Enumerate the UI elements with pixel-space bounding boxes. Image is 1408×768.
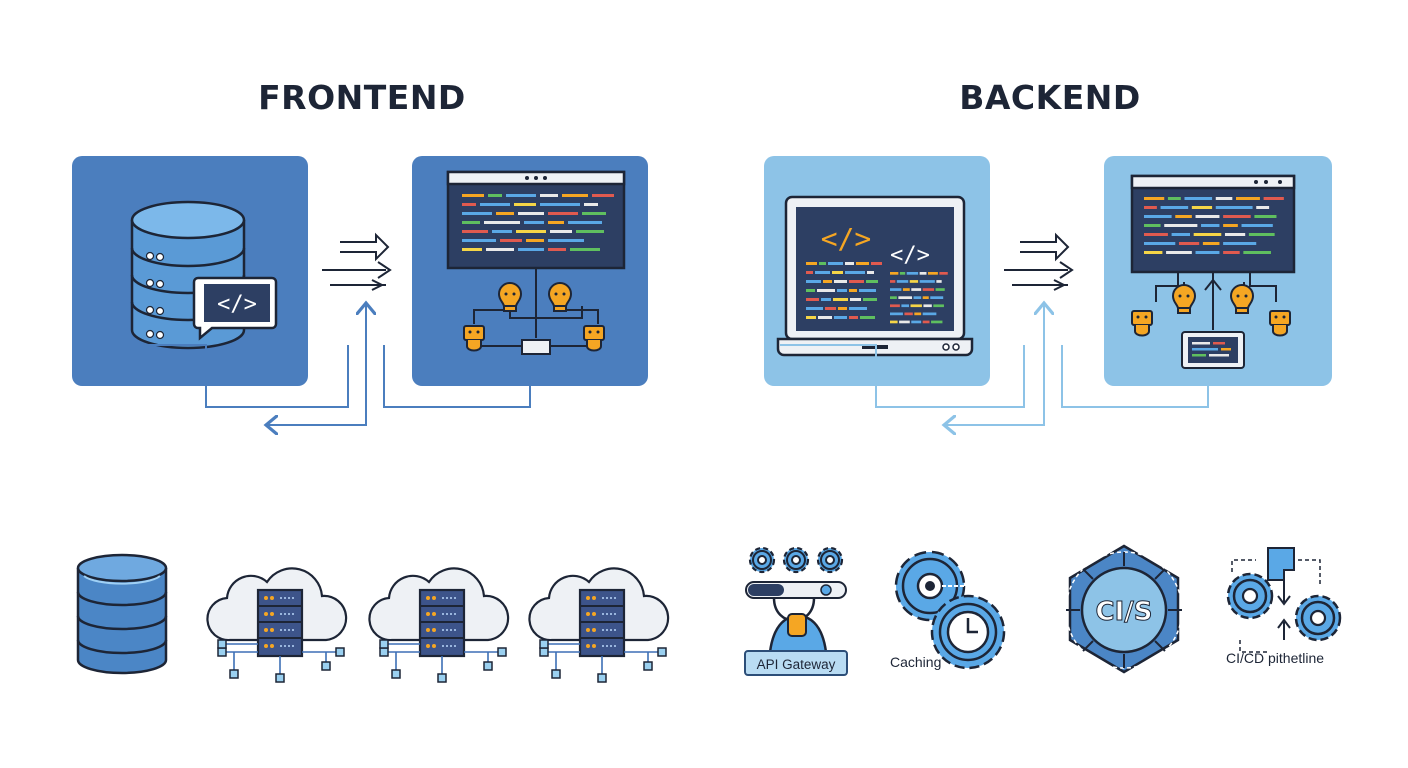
frontend-database-panel: </> — [72, 156, 308, 386]
gear-icon — [1294, 594, 1342, 642]
code-window-icon — [446, 170, 626, 270]
lightbulb-icon — [1269, 310, 1291, 337]
gear-icon — [816, 546, 844, 574]
database-icon — [76, 553, 168, 675]
lightbulb-icon — [463, 325, 485, 352]
laptop-icon: </> </> — [776, 195, 974, 357]
lightbulb-network — [1131, 272, 1291, 369]
ci-badge-text: CI/S — [1096, 597, 1153, 627]
api-gateway-icon — [745, 546, 847, 653]
backend-title: BACKEND — [959, 78, 1141, 117]
frontend-arrows — [72, 232, 531, 425]
code-symbol: </> — [890, 243, 930, 268]
caching-icon — [894, 550, 1006, 670]
code-bubble-icon: </> — [192, 276, 278, 341]
backend-laptop-panel: </> </> — [764, 156, 990, 386]
backend-code-panel — [1104, 156, 1332, 386]
code-window-icon — [1130, 174, 1296, 274]
frontend-code-panel — [412, 156, 648, 386]
cloud-server-icon — [368, 567, 510, 684]
cloud-server-icon — [206, 567, 348, 684]
caching-label: Caching — [890, 654, 942, 670]
gear-icon — [748, 546, 776, 574]
lightbulb-icon — [583, 325, 605, 352]
api-gateway-label: API Gateway — [744, 650, 848, 676]
lightbulb-network — [463, 268, 605, 355]
backend-arrows — [780, 232, 1209, 425]
gear-icon — [782, 546, 810, 574]
code-symbol: </> — [217, 292, 257, 317]
code-symbol: </> — [821, 222, 872, 255]
cicd-pipeline-icon — [1226, 547, 1342, 653]
cicd-hexagon-icon: CI/S — [1065, 544, 1183, 674]
gear-icon — [1226, 572, 1274, 620]
cicd-pipeline-label: CI/CD pithetline — [1226, 650, 1325, 666]
cloud-server-icon — [528, 567, 670, 684]
clock-icon — [930, 594, 1006, 670]
lightbulb-icon — [1131, 310, 1153, 337]
frontend-title: FRONTEND — [258, 78, 466, 117]
